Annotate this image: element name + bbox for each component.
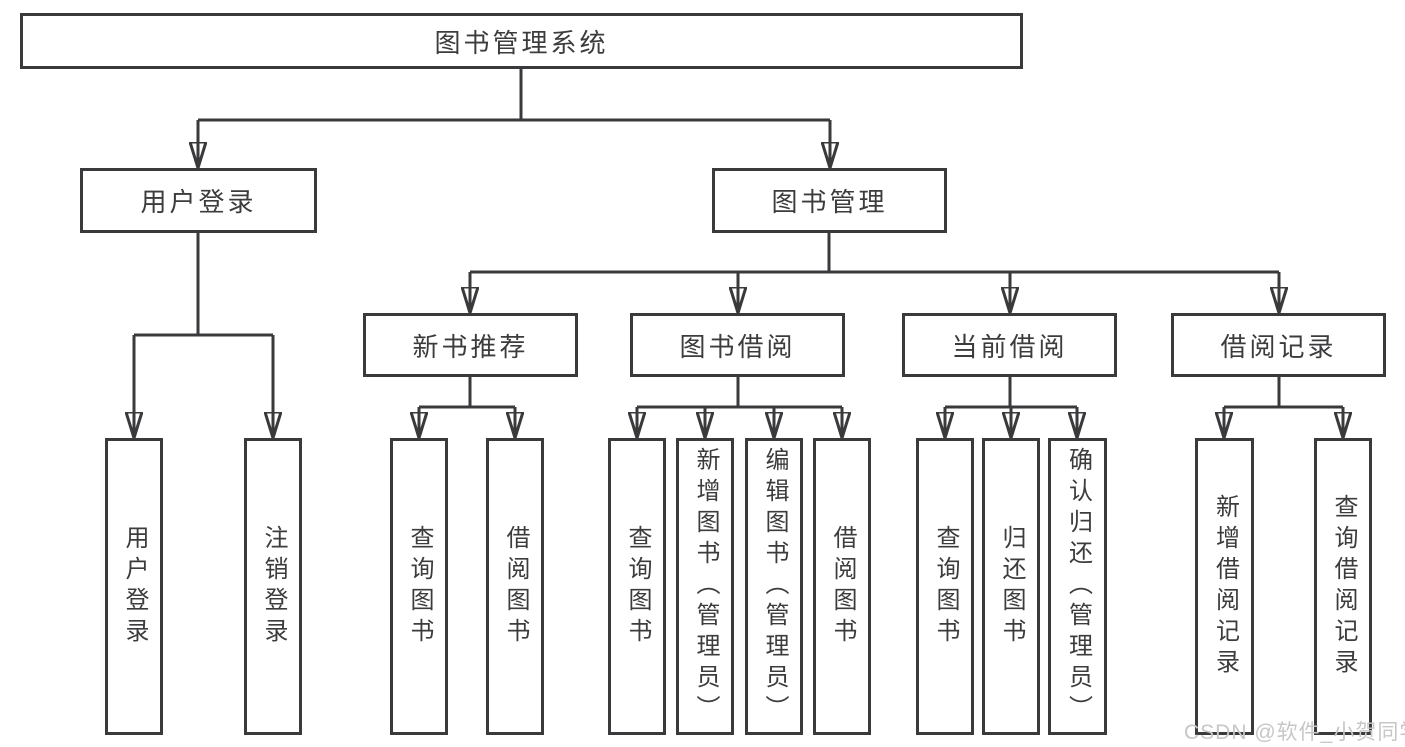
node-book-management: 图书管理 (712, 168, 947, 233)
edge-user-login-to-leaves (134, 233, 273, 438)
leaf-add-book-admin: 新增图书（管理员） (676, 438, 734, 735)
edge-book-management-to-modules (470, 233, 1279, 313)
csdn-watermark: CSDN @软件_小贺同学 (1184, 721, 1405, 744)
edge-current-to-leaves (945, 377, 1077, 438)
edge-borrow-to-leaves (637, 377, 842, 438)
leaf-borrow-books-borrow: 借阅图书 (813, 438, 871, 735)
leaf-confirm-return-admin: 确认归还（管理员） (1048, 438, 1107, 735)
edge-records-to-leaves (1224, 377, 1343, 438)
leaf-return-book: 归还图书 (982, 438, 1040, 735)
leaf-query-borrow-record: 查询借阅记录 (1314, 438, 1372, 735)
leaf-borrow-books-recommend: 借阅图书 (486, 438, 544, 735)
node-current-borrow: 当前借阅 (902, 313, 1117, 377)
leaf-query-books-borrow: 查询图书 (608, 438, 666, 735)
leaf-query-books-recommend: 查询图书 (390, 438, 448, 735)
node-book-borrow: 图书借阅 (630, 313, 845, 377)
leaf-user-login: 用户登录 (105, 438, 163, 735)
leaf-logout: 注销登录 (244, 438, 302, 735)
leaf-add-borrow-record: 新增借阅记录 (1195, 438, 1254, 735)
node-root: 图书管理系统 (20, 13, 1023, 69)
edge-root-to-level2 (198, 69, 830, 168)
node-user-login: 用户登录 (80, 168, 317, 233)
leaf-query-books-current: 查询图书 (916, 438, 974, 735)
node-new-book-recommend: 新书推荐 (363, 313, 578, 377)
leaf-edit-book-admin: 编辑图书（管理员） (745, 438, 803, 735)
node-borrow-records: 借阅记录 (1171, 313, 1386, 377)
edge-recommend-to-leaves (419, 377, 515, 438)
